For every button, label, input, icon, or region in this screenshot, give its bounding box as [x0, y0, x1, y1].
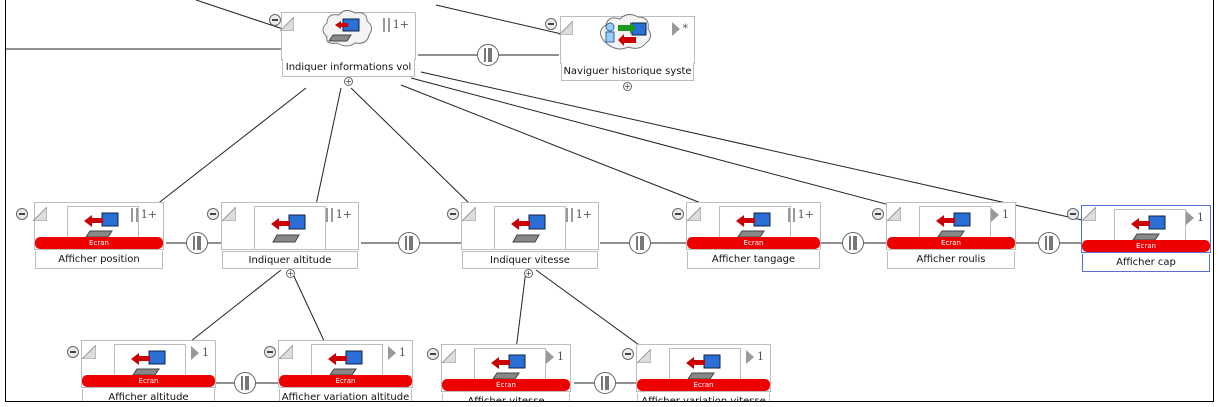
operator-iterate-icon: 1+: [130, 208, 157, 222]
collapse-icon[interactable]: [269, 14, 281, 26]
task-label: Afficher cap: [1082, 254, 1210, 272]
task-label: Afficher variation vitesse: [637, 393, 770, 401]
output-screen-icon: [67, 206, 139, 240]
operator-repeat-icon: 1: [991, 208, 1009, 222]
badge-ecran: Ecran: [687, 237, 820, 249]
badge-ecran: Ecran: [637, 379, 770, 391]
sequence-operator-icon[interactable]: [398, 232, 420, 254]
badge-ecran: Ecran: [887, 237, 1015, 249]
corner-fold-icon: [442, 349, 456, 363]
operator-iterate-icon: 1+: [382, 18, 409, 32]
output-screen-icon: [254, 206, 326, 250]
sequence-operator-icon[interactable]: [594, 372, 616, 394]
task-label: Afficher vitesse: [442, 393, 570, 401]
task-label: Afficher altitude: [82, 389, 215, 401]
collapse-icon[interactable]: [207, 208, 219, 220]
output-screen-icon: [114, 344, 186, 378]
corner-fold-icon: [1082, 207, 1096, 221]
expand-icon[interactable]: +: [623, 82, 632, 91]
cloud-abstract-icon: [322, 9, 373, 47]
collapse-icon[interactable]: [264, 346, 276, 358]
badge-ecran: Ecran: [279, 375, 412, 387]
output-screen-icon: [669, 348, 741, 382]
output-screen-icon: [311, 344, 383, 378]
collapse-icon[interactable]: [427, 348, 439, 360]
badge-ecran: Ecran: [82, 375, 215, 387]
task-afficher-altitude[interactable]: 1 Ecran Afficher altitude: [67, 340, 216, 401]
task-afficher-roulis[interactable]: 1 Ecran Afficher roulis: [872, 202, 1016, 269]
corner-fold-icon: [559, 21, 573, 35]
expand-icon[interactable]: +: [286, 269, 295, 278]
operator-iterate-icon: 1+: [787, 208, 814, 222]
task-afficher-variation-vitesse[interactable]: 1 Ecran Afficher variation vitesse: [622, 344, 771, 401]
task-label: Afficher position: [35, 251, 163, 269]
corner-fold-icon: [33, 207, 47, 221]
collapse-icon[interactable]: [447, 208, 459, 220]
expand-icon[interactable]: +: [524, 269, 533, 278]
corner-fold-icon: [279, 345, 293, 359]
task-label: Indiquer vitesse: [462, 251, 598, 269]
corner-fold-icon: [280, 17, 294, 31]
user-interaction-icon: [600, 13, 652, 50]
output-screen-icon: [494, 206, 566, 250]
task-label: Indiquer informations vol: [282, 59, 415, 77]
sequence-operator-icon[interactable]: [477, 44, 499, 66]
output-screen-icon: [1114, 209, 1186, 243]
sequence-operator-icon[interactable]: [1038, 232, 1060, 254]
corner-fold-icon: [687, 207, 701, 221]
task-label: Afficher tangage: [687, 251, 820, 269]
task-label: Naviguer historique syste: [561, 63, 694, 81]
collapse-icon[interactable]: [1067, 208, 1079, 220]
task-afficher-position[interactable]: 1+ Ecran Afficher position: [16, 202, 164, 269]
corner-fold-icon: [82, 345, 96, 359]
task-naviguer-historique[interactable]: * Naviguer historique syste: [545, 13, 695, 81]
operator-repeat-icon: 1: [746, 350, 764, 364]
task-indiquer-vitesse[interactable]: 1+ Indiquer vitesse: [447, 202, 599, 269]
corner-fold-icon: [637, 349, 651, 363]
task-indiquer-informations-vol[interactable]: 1+ Indiquer informations vol: [269, 9, 416, 77]
output-screen-icon: [719, 206, 791, 240]
task-label: Indiquer altitude: [222, 251, 358, 269]
corner-fold-icon: [887, 207, 901, 221]
expand-icon[interactable]: +: [344, 77, 353, 86]
operator-repeat-icon: 1: [388, 346, 406, 360]
collapse-icon[interactable]: [672, 208, 684, 220]
sequence-operator-icon[interactable]: [842, 232, 864, 254]
collapse-icon[interactable]: [545, 18, 557, 30]
collapse-icon[interactable]: [16, 208, 28, 220]
operator-repeat-icon: 1: [546, 350, 564, 364]
collapse-icon[interactable]: [622, 348, 634, 360]
operator-repeat-icon: *: [671, 22, 688, 36]
operator-iterate-icon: 1+: [325, 208, 352, 222]
collapse-icon[interactable]: [872, 208, 884, 220]
sequence-operator-icon[interactable]: [234, 372, 256, 394]
output-screen-icon: [474, 348, 546, 382]
sequence-operator-icon[interactable]: [186, 232, 208, 254]
sequence-operator-icon[interactable]: [629, 232, 651, 254]
collapse-icon[interactable]: [67, 346, 79, 358]
operator-iterate-icon: 1+: [565, 208, 592, 222]
badge-ecran: Ecran: [1082, 240, 1210, 252]
task-afficher-vitesse[interactable]: 1 Ecran Afficher vitesse: [427, 344, 571, 401]
badge-ecran: Ecran: [442, 379, 570, 391]
diagram-canvas: 1+ Indiquer informations vol + * Navigue…: [5, 0, 1214, 402]
corner-fold-icon: [222, 207, 236, 221]
task-indiquer-altitude[interactable]: 1+ Indiquer altitude: [207, 202, 359, 269]
output-screen-icon: [919, 206, 991, 240]
task-label: Afficher variation altitude: [279, 389, 412, 401]
task-afficher-tangage[interactable]: 1+ Ecran Afficher tangage: [672, 202, 821, 269]
task-label: Afficher roulis: [887, 251, 1015, 269]
task-afficher-variation-altitude[interactable]: 1 Ecran Afficher variation altitude: [264, 340, 413, 401]
corner-fold-icon: [462, 207, 476, 221]
operator-repeat-icon: 1: [191, 346, 209, 360]
badge-ecran: Ecran: [35, 237, 163, 249]
operator-repeat-icon: 1: [1186, 211, 1204, 225]
task-afficher-cap[interactable]: 1 Ecran Afficher cap: [1067, 205, 1211, 272]
